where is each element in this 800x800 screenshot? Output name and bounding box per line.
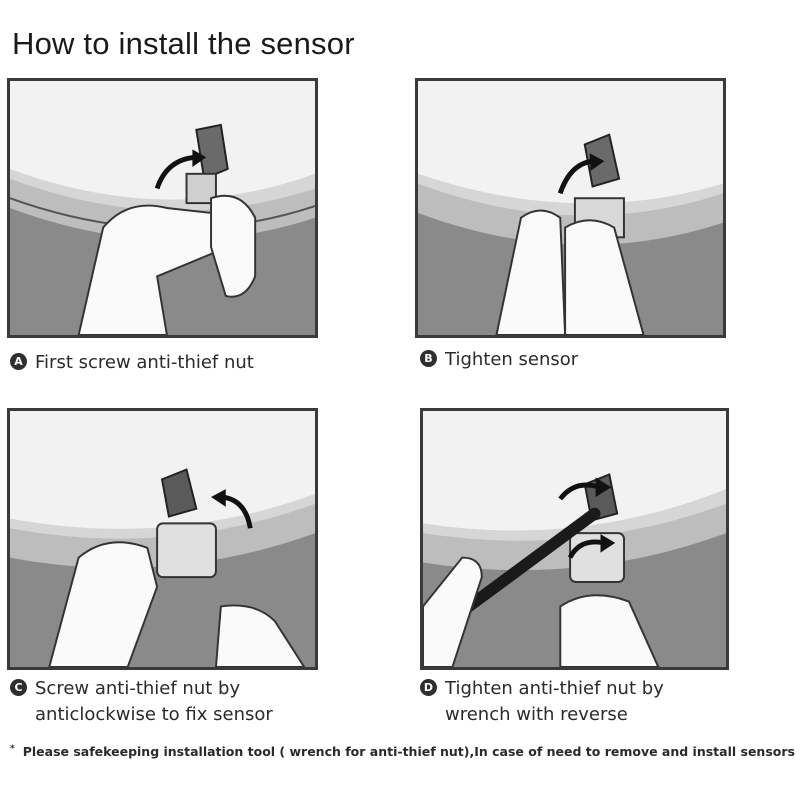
step-c-text-line2: anticlockwise to fix sensor xyxy=(35,704,273,725)
step-c-illustration xyxy=(7,408,318,670)
step-b-illustration xyxy=(415,78,726,338)
step-a-caption: A First screw anti-thief nut xyxy=(10,350,254,376)
step-c-text-line1: Screw anti-thief nut by xyxy=(35,678,241,699)
step-d-text-line1: Tighten anti-thief nut by xyxy=(445,678,664,699)
step-a-illustration xyxy=(7,78,318,338)
note-text: Please safekeeping installation tool ( w… xyxy=(22,744,795,759)
step-b-text: Tighten sensor xyxy=(445,349,579,370)
step-c-badge: C xyxy=(10,678,27,696)
step-b-caption: B Tighten sensor xyxy=(420,347,578,373)
note-marker: * xyxy=(10,744,15,754)
step-a-text: First screw anti-thief nut xyxy=(35,352,254,373)
page-title: How to install the sensor xyxy=(12,26,355,61)
step-d-caption: D Tighten anti-thief nut by wrench with r… xyxy=(420,676,664,728)
step-d-badge: D xyxy=(420,678,437,696)
step-a-badge: A xyxy=(10,352,27,370)
step-b-badge: B xyxy=(420,349,437,367)
step-d-text-line2: wrench with reverse xyxy=(445,704,628,725)
step-d-illustration xyxy=(420,408,729,670)
step-c-caption: C Screw anti-thief nut by anticlockwise t… xyxy=(10,676,273,728)
safekeeping-note: * Please safekeeping installation tool ( … xyxy=(10,744,795,759)
